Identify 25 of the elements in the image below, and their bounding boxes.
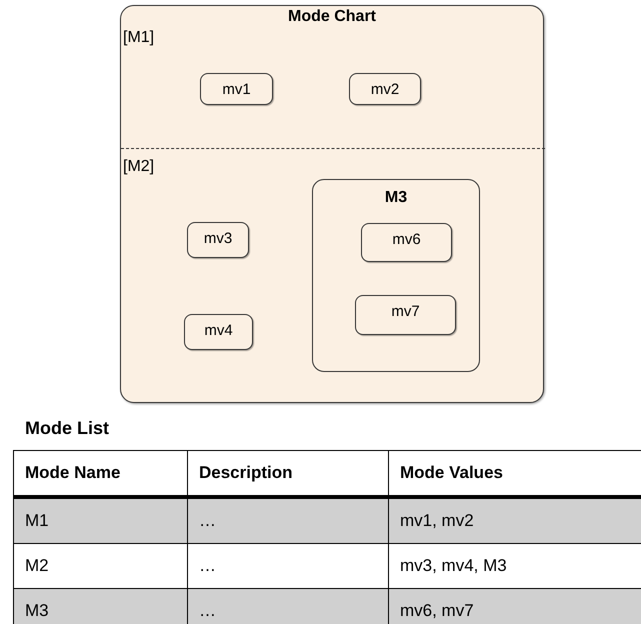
mode-value-box: mv2 (349, 73, 421, 105)
table-cell: M3 (13, 588, 187, 624)
sub-chart-box (312, 179, 480, 372)
table-cell: mv3, mv4, M3 (388, 543, 641, 588)
mode-chart-panel (120, 5, 544, 403)
sub-chart-title: M3 (384, 188, 408, 208)
mode-value-box: mv3 (187, 222, 249, 258)
table-header-cell: Mode Name (13, 450, 187, 495)
table-heading: Mode List (25, 417, 109, 440)
table-cell: … (187, 543, 388, 588)
mode-value-box: mv7 (355, 295, 456, 335)
table-cell: mv6, mv7 (388, 588, 641, 624)
region-label: [M2] (123, 157, 154, 177)
region-label: [M1] (123, 28, 154, 48)
mode-value-box: mv4 (184, 314, 253, 350)
table-cell: mv1, mv2 (388, 498, 641, 543)
table-cell: M2 (13, 543, 187, 588)
table-cell: M1 (13, 498, 187, 543)
table-cell: … (187, 588, 388, 624)
table-header-cell: Mode Values (388, 450, 641, 495)
mode-value-box: mv1 (200, 73, 273, 105)
chart-title: Mode Chart (287, 8, 377, 25)
table-header-cell: Description (187, 450, 388, 495)
table-cell: … (187, 498, 388, 543)
mode-value-box: mv6 (361, 223, 452, 262)
